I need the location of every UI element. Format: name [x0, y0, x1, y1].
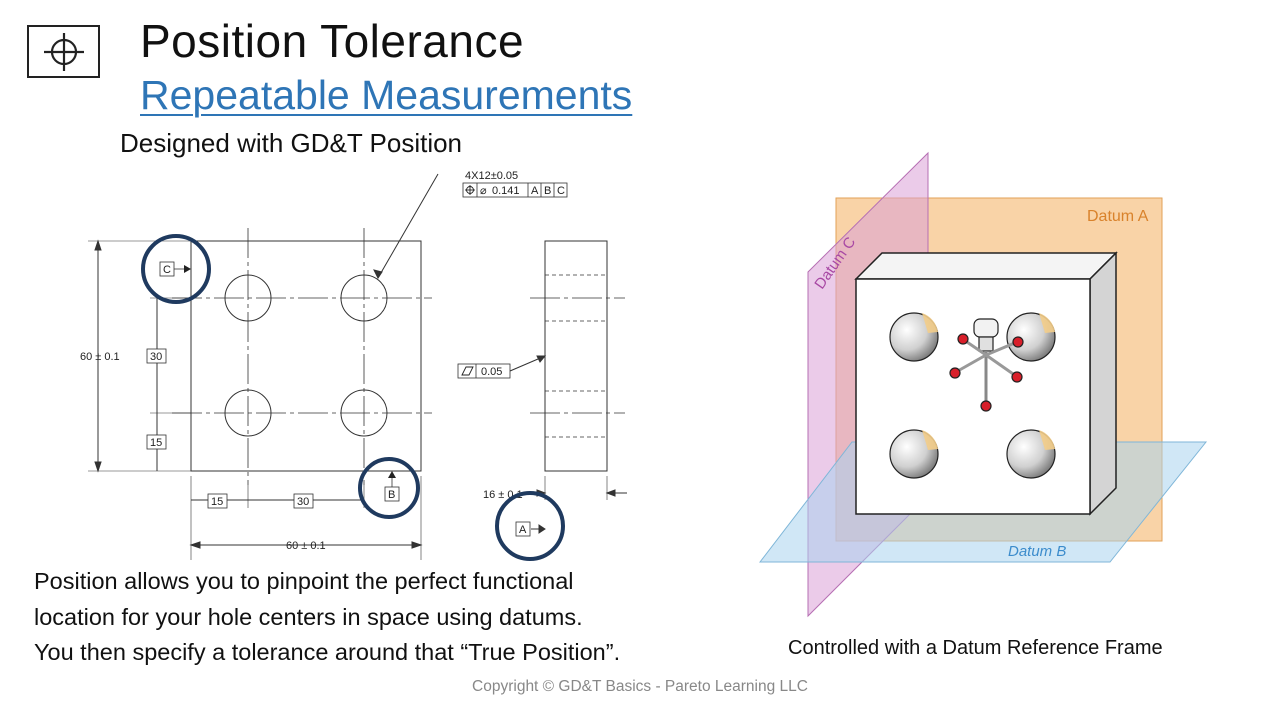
plate-side-view	[544, 240, 608, 472]
basic-30-horizontal: 30	[297, 496, 309, 508]
basic-box-30-h	[293, 493, 314, 509]
diameter-symbol: ⌀	[480, 185, 487, 197]
datum-a-letter: A	[519, 524, 527, 536]
flatness-value: 0.05	[481, 366, 502, 378]
basic-30-vertical: 30	[150, 351, 162, 363]
body-line-3: You then specify a tolerance around that…	[34, 639, 621, 665]
flatness-icon	[461, 366, 474, 376]
right-caption: Controlled with a Datum Reference Frame	[788, 637, 1163, 659]
left-caption: Designed with GD&T Position	[120, 128, 463, 158]
body-line-1: Position allows you to pinpoint the perf…	[34, 568, 574, 594]
callout-size-text: 4X12±0.05	[465, 170, 518, 182]
engineering-drawing	[88, 173, 627, 560]
cmm-probe	[949, 318, 1024, 412]
fcf-tolerance: 0.141	[492, 185, 520, 197]
datum-b-letter: B	[388, 489, 395, 501]
highlight-circles	[141, 234, 565, 561]
basic-box-15-v	[146, 434, 167, 450]
dim-width-text: 60 ± 0.1	[286, 540, 326, 552]
plate-front-view	[190, 240, 422, 472]
basic-15-horizontal: 15	[211, 496, 223, 508]
position-symbol-icon	[44, 33, 84, 71]
fcf-datum-c: C	[557, 185, 565, 197]
datum-a-label: Datum A	[1087, 208, 1149, 225]
block-front	[855, 278, 1091, 515]
datum-c-letter: C	[163, 264, 171, 276]
basic-box-15-h	[207, 493, 228, 509]
body-text: Position allows you to pinpoint the perf…	[34, 564, 734, 671]
logo-box	[27, 25, 100, 78]
page-subtitle-link[interactable]: Repeatable Measurements	[140, 72, 633, 118]
feature-control-frame: ⌀ 0.141 A B C	[462, 182, 568, 198]
flatness-frame	[457, 363, 511, 379]
block-side	[1089, 251, 1117, 516]
fcf-datum-a: A	[531, 185, 539, 197]
leader-arrow	[373, 269, 383, 279]
basic-15-vertical: 15	[150, 437, 162, 449]
page-title: Position Tolerance	[140, 15, 525, 67]
block-top	[854, 252, 1118, 280]
basic-box-30-v	[146, 348, 167, 364]
body-line-2: location for your hole centers in space …	[34, 603, 583, 630]
datum-reference-frame-illustration: Datum A Datum B Datum C	[758, 151, 1208, 618]
copyright-footer: Copyright © GD&T Basics - Pareto Learnin…	[472, 678, 808, 695]
position-symbol-icon	[465, 185, 475, 195]
center-lines	[172, 228, 432, 485]
datum-b-label: Datum B	[1008, 543, 1066, 560]
callout-leader	[377, 173, 439, 279]
dim-height-text: 60 ± 0.1	[80, 351, 120, 363]
datum-a-box	[515, 521, 531, 537]
fcf-datum-b: B	[544, 185, 551, 197]
